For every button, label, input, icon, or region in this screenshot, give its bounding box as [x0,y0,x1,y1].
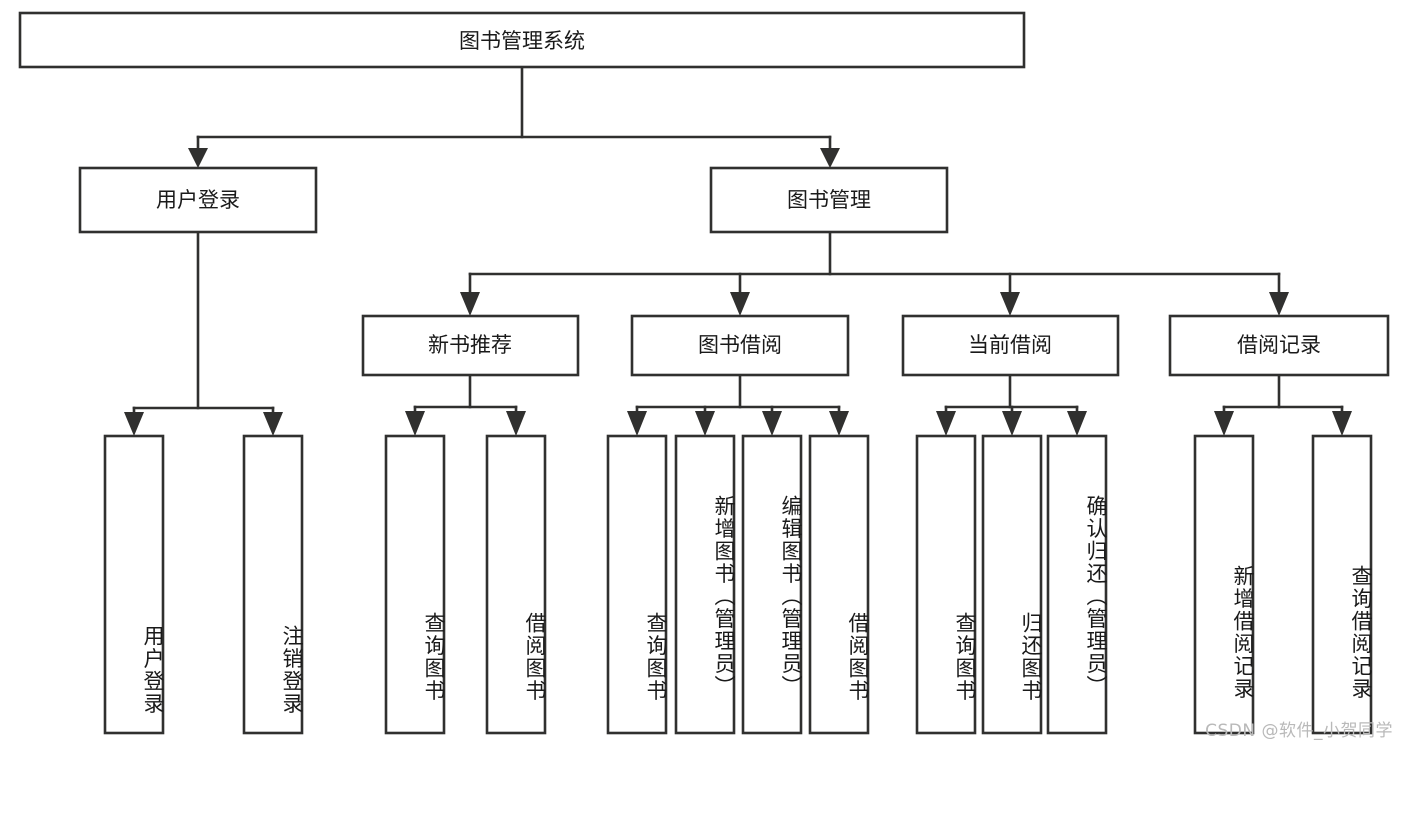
node-new-book-recommendation[interactable]: 新书推荐 [361,314,580,377]
arrowhead-newbook-leaf-1 [405,411,425,436]
arrowhead-borrowrecord-leaf-2 [1332,411,1352,436]
arrowhead-leaf-user-login [124,412,144,436]
node-book-management[interactable]: 图书管理 [709,166,949,234]
leaf-box-logout[interactable] [242,434,304,735]
leaf-box-query-book-borrow[interactable] [606,434,668,735]
node-borrowing-record[interactable]: 借阅记录 [1168,314,1390,377]
leaf-box-add-book-admin[interactable] [674,434,736,735]
leaf-box-query-book-current[interactable] [915,434,977,735]
node-book-management-box[interactable] [709,166,949,234]
edge-group-userlogin-to-leaves [124,230,283,436]
arrowhead-currentborrow-leaf-2 [1002,411,1022,436]
edge-group-currentborrow-to-leaves [936,373,1087,436]
leaf-box-query-book-newrec[interactable] [384,434,446,735]
node-root-box[interactable] [18,11,1026,69]
arrowhead-user-login [188,148,208,168]
arrowhead-currentborrow-leaf-3 [1067,411,1087,436]
org-chart-diagram: 图书管理系统 用户登录 图书管理 新书推荐 图书借阅 当前借阅 借阅记录 [18,11,1393,741]
tree-canvas: 图书管理系统 用户登录 图书管理 新书推荐 图书借阅 当前借阅 借阅记录 [18,11,1390,735]
arrowhead-newbook-leaf-2 [506,411,526,436]
edge-group-borrowrecord-to-leaves [1214,373,1352,436]
leaf-box-user-login[interactable] [103,434,165,735]
arrowhead-bookborrow-leaf-2 [695,411,715,436]
leaf-boxes [103,434,1373,735]
node-book-borrowing-label: 图书借阅 [698,333,782,357]
leaf-box-edit-book-admin[interactable] [741,434,803,735]
arrowhead-new-book-rec [460,292,480,316]
leaf-box-add-borrow-record[interactable] [1193,434,1255,735]
arrowhead-book-mgmt [820,148,840,168]
arrowhead-bookborrow-leaf-4 [829,411,849,436]
node-book-borrowing[interactable]: 图书借阅 [630,314,850,377]
edge-group-bookmgmt-to-level3 [460,230,1289,316]
node-new-book-recommendation-label: 新书推荐 [428,333,512,357]
node-root-label: 图书管理系统 [459,29,585,53]
node-book-management-label: 图书管理 [787,188,871,212]
node-root-book-management-system[interactable]: 图书管理系统 [18,11,1026,69]
edge-group-bookborrow-to-leaves [627,373,849,436]
arrowhead-leaf-logout [263,412,283,436]
node-borrowing-record-box[interactable] [1168,314,1390,377]
arrowhead-currentborrow-leaf-1 [936,411,956,436]
node-user-login[interactable]: 用户登录 [78,166,318,234]
leaf-box-borrow-book-newrec[interactable] [485,434,547,735]
leaf-box-borrow-book[interactable] [808,434,870,735]
leaf-box-query-borrow-record[interactable] [1311,434,1373,735]
edge-group-newbook-to-leaves [405,373,526,436]
arrowhead-book-borrow [730,292,750,316]
node-current-borrowing-label: 当前借阅 [968,333,1052,357]
node-user-login-box[interactable] [78,166,318,234]
node-current-borrowing-box[interactable] [901,314,1120,377]
leaf-box-return-book[interactable] [981,434,1043,735]
node-book-borrowing-box[interactable] [630,314,850,377]
node-borrowing-record-label: 借阅记录 [1237,333,1321,357]
edge-group-root-to-level2 [188,65,840,168]
arrowhead-current-borrow [1000,292,1020,316]
arrowhead-bookborrow-leaf-1 [627,411,647,436]
leaf-box-confirm-return-admin[interactable] [1046,434,1108,735]
arrowhead-borrow-record [1269,292,1289,316]
node-user-login-label: 用户登录 [156,188,240,212]
node-new-book-recommendation-box[interactable] [361,314,580,377]
arrowhead-borrowrecord-leaf-1 [1214,411,1234,436]
node-current-borrowing[interactable]: 当前借阅 [901,314,1120,377]
arrowhead-bookborrow-leaf-3 [762,411,782,436]
